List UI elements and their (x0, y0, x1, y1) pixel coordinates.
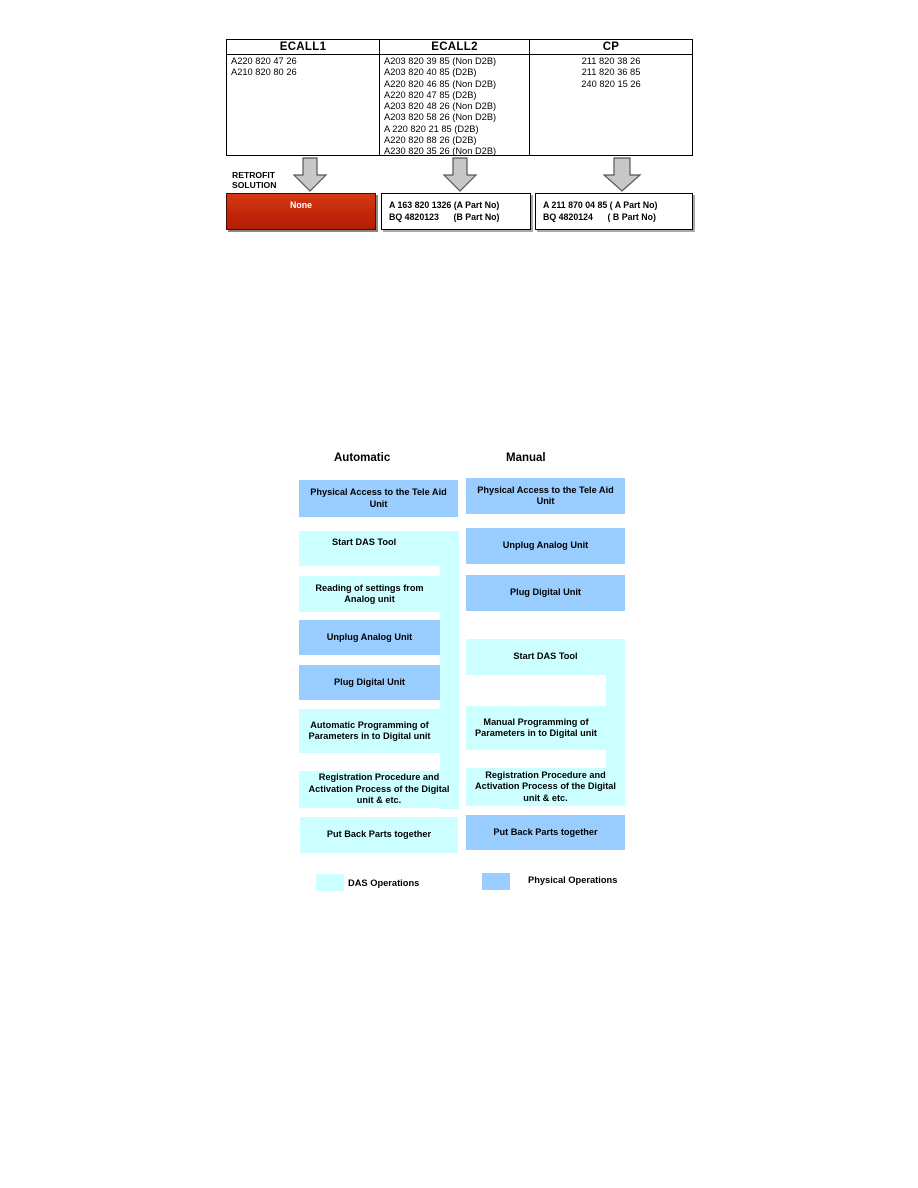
manual-step-plug-digital: Plug Digital Unit (466, 575, 625, 611)
manual-header: Manual (506, 452, 546, 464)
physical-legend-label: Physical Operations (528, 875, 618, 885)
step-label: Plug Digital Unit (334, 676, 405, 687)
none-label: None (290, 200, 312, 210)
automatic-header: Automatic (334, 452, 391, 464)
ecall1-header: ECALL1 (227, 40, 379, 55)
automatic-step-put-back: Put Back Parts together (300, 817, 458, 853)
ecall2-list: A203 820 39 85 (Non D2B) A203 820 40 85 … (380, 55, 529, 158)
part-number: A220 820 47 26 (231, 56, 297, 66)
solution-line: A 211 870 04 85 ( A Part No) (543, 200, 658, 210)
part-number: A203 820 48 26 (Non D2B) (384, 101, 497, 112)
step-label: Unplug Analog Unit (326, 631, 413, 642)
part-number-table: ECALL1 A220 820 47 26 A210 820 80 26 ECA… (226, 39, 693, 156)
part-number: A230 820 35 26 (Non D2B) (384, 146, 497, 157)
automatic-step-reading-settings: Reading of settings from Analog unit (299, 576, 440, 612)
down-arrow-icon (443, 157, 478, 192)
das-legend-swatch (316, 874, 344, 891)
manual-step-start-das: Start DAS Tool (466, 639, 625, 675)
ecall2-column: ECALL2 A203 820 39 85 (Non D2B) A203 820… (379, 40, 529, 158)
ecall2-header: ECALL2 (380, 40, 529, 55)
cp-column: CP 211 820 38 26 211 820 36 85 240 820 1… (529, 40, 692, 155)
step-label: Put Back Parts together (493, 826, 598, 837)
das-connector (440, 531, 459, 809)
automatic-step-registration: Registration Procedure and Activation Pr… (299, 771, 459, 808)
step-label: Plug Digital Unit (510, 587, 581, 598)
part-number: A203 820 58 26 (Non D2B) (384, 112, 497, 123)
automatic-step-start-das: Start DAS Tool (299, 531, 459, 566)
step-label: Manual Programming of Parameters in to D… (474, 716, 597, 739)
part-number: 240 820 15 26 (581, 78, 641, 89)
step-label: Start DAS Tool (513, 651, 578, 662)
part-number: 211 820 36 85 (581, 67, 641, 78)
retrofit-label-line: RETROFIT (232, 170, 275, 180)
solution-line: BQ 4820123 (B Part No) (389, 212, 500, 222)
automatic-step-auto-programming: Automatic Programming of Parameters in t… (299, 709, 440, 753)
down-arrow-icon (603, 157, 642, 192)
part-number: A220 820 88 26 (D2B) (384, 135, 477, 146)
part-number: 211 820 38 26 (581, 56, 641, 66)
physical-legend-swatch (482, 873, 510, 890)
ecall1-list: A220 820 47 26 A210 820 80 26 (227, 55, 379, 79)
part-number: A210 820 80 26 (231, 67, 297, 78)
automatic-step-plug-digital: Plug Digital Unit (299, 665, 440, 700)
down-arrow-icon (293, 157, 328, 192)
step-label: Physical Access to the Tele Aid Unit (310, 487, 447, 509)
part-number: A203 820 39 85 (Non D2B) (384, 56, 497, 66)
ecall1-solution-box: None (226, 193, 376, 230)
automatic-step-physical-access: Physical Access to the Tele Aid Unit (299, 480, 458, 517)
manual-step-unplug-analog: Unplug Analog Unit (466, 528, 625, 564)
retrofit-solution-label: RETROFIT SOLUTION (232, 170, 276, 190)
step-label: Put Back Parts together (326, 829, 432, 840)
step-label: Registration Procedure and Activation Pr… (308, 772, 450, 806)
automatic-step-unplug-analog: Unplug Analog Unit (299, 620, 440, 655)
retrofit-label-line: SOLUTION (232, 180, 277, 190)
cp-list: 211 820 38 26 211 820 36 85 240 820 15 2… (530, 55, 692, 90)
step-label: Unplug Analog Unit (502, 540, 589, 551)
das-legend-label: DAS Operations (348, 878, 420, 888)
manual-step-registration: Registration Procedure and Activation Pr… (466, 768, 625, 806)
step-label: Reading of settings from Analog unit (315, 582, 424, 605)
das-connector (606, 639, 625, 806)
part-number: A203 820 40 85 (D2B) (384, 67, 477, 78)
part-number: A220 820 47 85 (D2B) (384, 89, 477, 100)
manual-step-put-back: Put Back Parts together (466, 815, 625, 850)
cp-solution-box: A 211 870 04 85 ( A Part No) BQ 4820124 … (535, 193, 693, 230)
step-label: Start DAS Tool (332, 537, 397, 547)
step-label: Automatic Programming of Parameters in t… (308, 719, 431, 742)
part-number: A220 820 46 85 (Non D2B) (384, 78, 497, 89)
ecall1-column: ECALL1 A220 820 47 26 A210 820 80 26 (227, 40, 379, 155)
cp-header: CP (530, 40, 692, 55)
solution-line: A 163 820 1326 (A Part No) (389, 200, 500, 210)
manual-step-manual-programming: Manual Programming of Parameters in to D… (466, 706, 606, 750)
part-number: A 220 820 21 85 (D2B) (384, 123, 479, 134)
ecall2-solution-box: A 163 820 1326 (A Part No) BQ 4820123 (B… (381, 193, 531, 230)
solution-line: BQ 4820124 ( B Part No) (543, 212, 656, 222)
step-label: Physical Access to the Tele Aid Unit (477, 484, 614, 507)
step-label: Registration Procedure and Activation Pr… (475, 769, 616, 803)
manual-step-physical-access: Physical Access to the Tele Aid Unit (466, 478, 625, 514)
